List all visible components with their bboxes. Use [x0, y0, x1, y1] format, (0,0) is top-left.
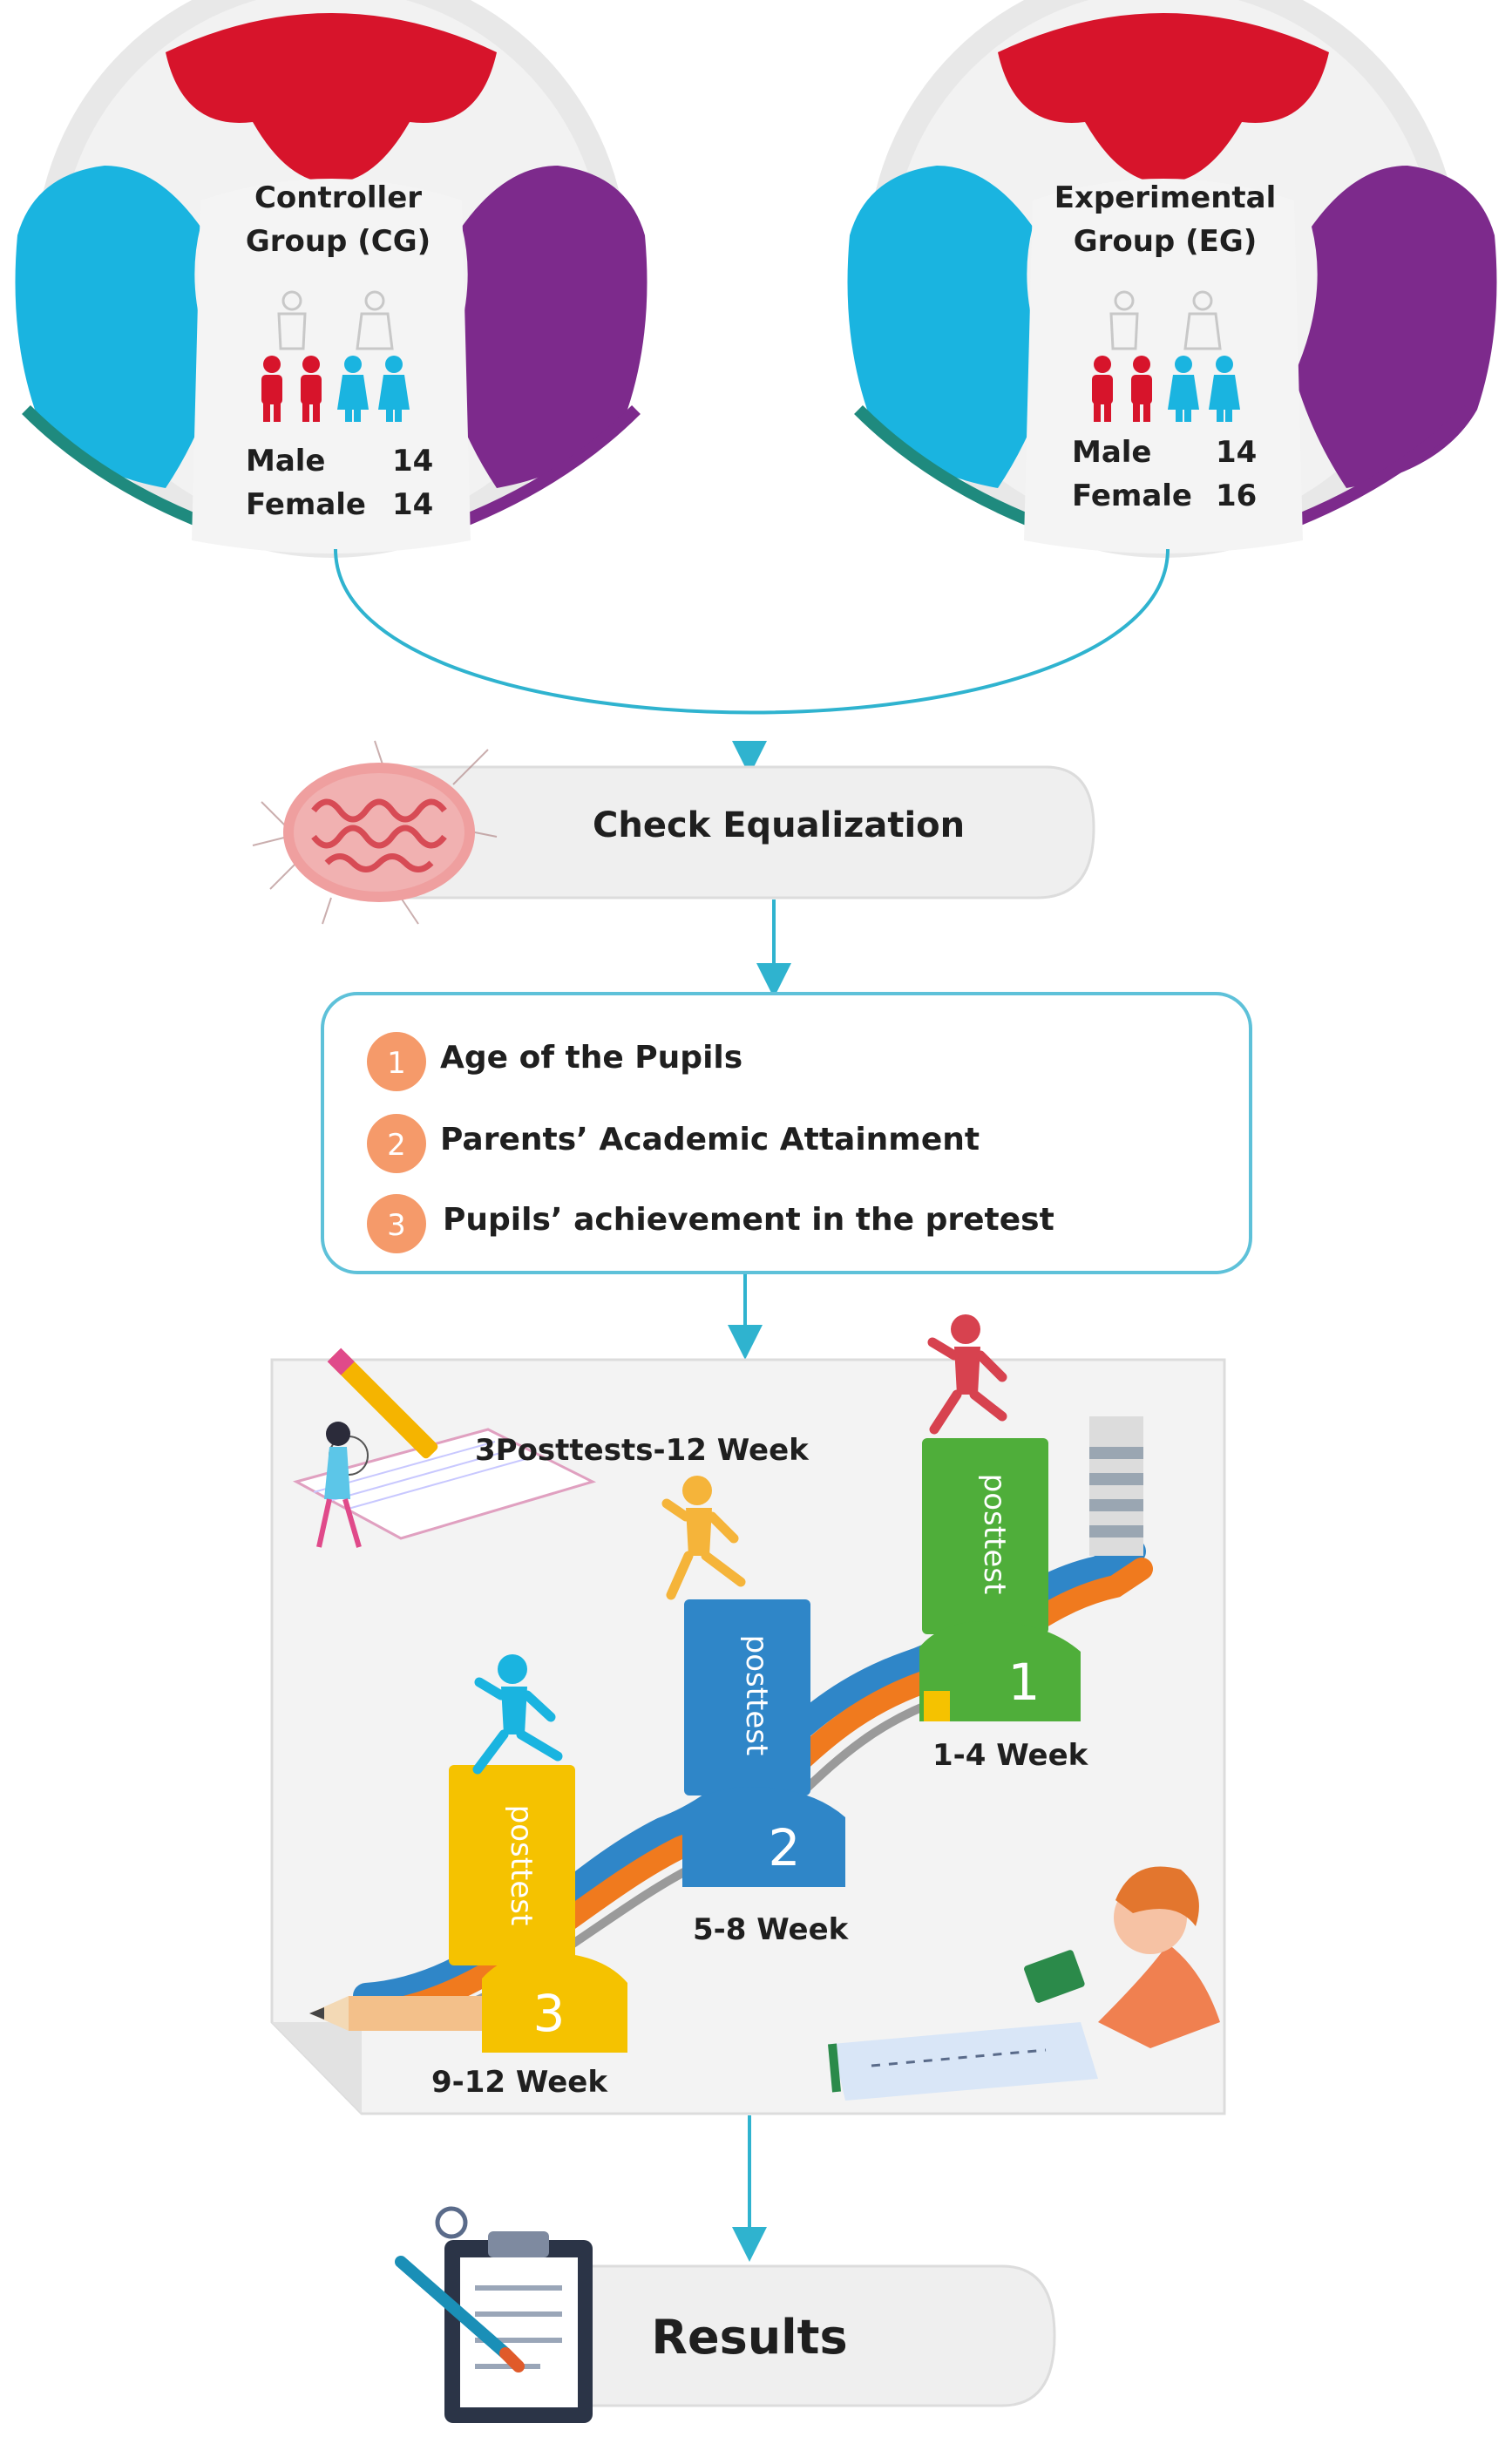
group-connector: [334, 548, 1170, 715]
results-box: Results: [395, 2206, 1056, 2423]
posttest-step-1: 1 posttest 1-4 Week: [919, 1314, 1089, 1773]
criterion-label: Pupils’ achievement in the pretest: [443, 1202, 1054, 1238]
cg-female-count: 14: [392, 487, 433, 522]
step-period: 1-4 Week: [932, 1738, 1089, 1773]
reader-icon: [828, 1866, 1220, 2101]
posttests-panel: 3Posttests-12 Week 1 posttest 1-4 Week: [270, 1314, 1226, 2115]
number-badge: [367, 1194, 426, 1253]
cg-title-line2: Group (CG): [246, 224, 431, 259]
purple-puzzle-piece: [1294, 166, 1497, 488]
check-equalization-box: Check Equalization: [252, 740, 1095, 925]
posttest-step-3: 3 posttest 9-12 Week: [431, 1654, 627, 2100]
criterion-item: 2 Parents’ Academic Attainment: [367, 1114, 980, 1173]
eg-male-label: Male: [1072, 435, 1152, 470]
number-badge: [367, 1114, 426, 1173]
posttests-heading: 3Posttests-12 Week: [475, 1433, 810, 1468]
experimental-group-circle: Experimental Group (EG) Male 14 Female 1…: [847, 0, 1497, 558]
cyan-puzzle-piece: [15, 166, 218, 488]
number-badge: [367, 1032, 426, 1091]
step-tag: posttest: [739, 1635, 774, 1756]
red-puzzle-piece: [166, 13, 497, 183]
criterion-label: Parents’ Academic Attainment: [440, 1122, 980, 1157]
people-icon: [261, 290, 410, 422]
red-puzzle-piece: [998, 13, 1329, 183]
eg-female-label: Female: [1072, 479, 1192, 513]
criterion-item: 1 Age of the Pupils: [367, 1032, 742, 1091]
results-title: Results: [651, 2310, 847, 2365]
notebook-icon: [292, 1347, 597, 1548]
svg-text:2: 2: [387, 1128, 406, 1163]
svg-text:1: 1: [387, 1046, 406, 1081]
pencil-icon: [309, 1996, 523, 2031]
step-tag: posttest: [504, 1805, 539, 1926]
posttest-step-2: 2 posttest 5-8 Week: [661, 1476, 850, 1947]
criterion-label: Age of the Pupils: [440, 1040, 742, 1076]
purple-puzzle-piece: [444, 166, 648, 488]
brain-icon: [252, 740, 498, 925]
cg-female-label: Female: [246, 487, 366, 522]
people-icon: [1092, 290, 1240, 422]
step-tag: posttest: [977, 1474, 1012, 1595]
cg-male-count: 14: [392, 444, 433, 479]
equalization-title: Check Equalization: [593, 805, 965, 845]
runner-icon: [661, 1476, 746, 1600]
step-number: 2: [769, 1818, 801, 1877]
eg-title-line1: Experimental: [1054, 180, 1277, 215]
runner-icon: [927, 1314, 1007, 1435]
eg-female-count: 16: [1216, 479, 1257, 513]
svg-text:3: 3: [387, 1208, 406, 1243]
cyan-puzzle-piece: [847, 166, 1050, 488]
step-number: 3: [533, 1984, 566, 2043]
clipboard-icon: [395, 2206, 593, 2423]
criterion-item: 3 Pupils’ achievement in the pretest: [367, 1194, 1054, 1253]
eg-title-line2: Group (EG): [1074, 224, 1258, 259]
eg-male-count: 14: [1216, 435, 1257, 470]
cg-title-line1: Controller: [254, 180, 422, 215]
criteria-box: 1 Age of the Pupils 2 Parents’ Academic …: [321, 992, 1252, 1274]
step-period: 9-12 Week: [431, 2065, 608, 2100]
step-period: 5-8 Week: [693, 1912, 850, 1947]
cg-male-label: Male: [246, 444, 326, 479]
step-number: 1: [1008, 1653, 1041, 1712]
notebook-spine: [1089, 1416, 1143, 1556]
control-group-circle: Controller Group (CG) Male 14 Female 14: [15, 0, 648, 558]
runner-icon: [472, 1654, 563, 1775]
